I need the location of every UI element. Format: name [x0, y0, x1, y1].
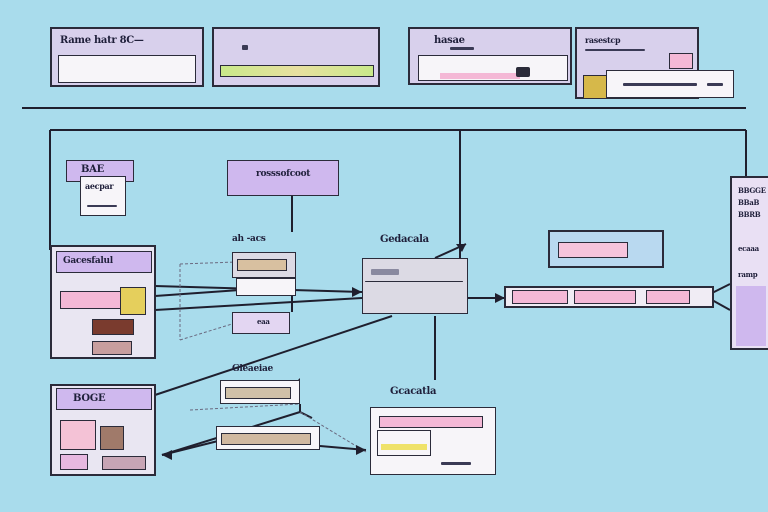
left-box-c-thumb-2	[100, 426, 124, 450]
center-lower-box-1[interactable]	[220, 380, 300, 404]
center-output-field	[377, 430, 431, 456]
top-panel-1-title: Rame hatr 8C—	[60, 35, 144, 46]
left-box-b[interactable]: Gacesfalul	[50, 245, 156, 359]
left-box-a-title: BAE	[81, 164, 104, 175]
top-panel-2-progress	[220, 65, 374, 77]
left-box-b-thumb	[92, 341, 132, 355]
house-icon	[92, 319, 134, 335]
center-small-box[interactable]	[232, 252, 296, 278]
left-box-c-thumb-1	[60, 420, 96, 450]
center-output-bar-1	[379, 416, 483, 428]
right-side-block	[736, 286, 766, 346]
left-box-a-subtitle: aecpar	[85, 181, 114, 191]
center-lower-box-2[interactable]	[216, 426, 320, 450]
left-box-a-body: aecpar	[80, 176, 126, 216]
center-lower-box-1-thumb	[225, 387, 291, 399]
right-row[interactable]	[504, 286, 714, 308]
top-panel-3-highlight	[440, 73, 520, 79]
left-box-c[interactable]: BOGE	[50, 384, 156, 476]
top-panel-4-table-text	[623, 83, 697, 86]
left-box-c-thumb-3	[60, 454, 88, 470]
left-box-b-header: Gacesfalul	[56, 251, 152, 273]
right-side-line-5: ramp	[738, 270, 758, 279]
top-panel-4-tag	[669, 53, 693, 69]
center-lower-box-2-thumb	[221, 433, 311, 445]
top-panel-4-table-text-2	[707, 83, 723, 86]
center-main-box[interactable]	[362, 258, 468, 314]
center-main-box-line	[365, 281, 463, 282]
left-box-c-header: BOGE	[56, 388, 152, 410]
right-row-cell-2	[574, 290, 636, 304]
center-small-box-base	[236, 278, 296, 296]
right-side-line-2: BBaB	[738, 198, 760, 207]
right-row-cell-3	[646, 290, 690, 304]
center-mid-box[interactable]: eaa	[232, 312, 290, 334]
left-box-b-yellow	[120, 287, 146, 315]
right-search-field[interactable]	[558, 242, 628, 258]
center-label-upper: ah ‑acs	[232, 234, 266, 244]
right-side-line-1: BBGGE	[738, 186, 766, 195]
center-header-box[interactable]: rosssofcoot	[227, 160, 339, 196]
center-label-lower: Gleaeiae	[232, 364, 273, 374]
camera-icon	[516, 67, 530, 77]
top-panel-4-scribble	[585, 49, 645, 51]
center-output-bar-yellow	[381, 444, 427, 450]
right-search-box[interactable]	[548, 230, 664, 268]
top-panel-2[interactable]	[212, 27, 380, 87]
top-panel-1-field	[58, 55, 196, 83]
top-panel-3-title: hasae	[434, 35, 465, 46]
top-panel-4-title: rasestcp	[585, 35, 621, 45]
left-box-b-title: Gacesfalul	[63, 256, 113, 266]
center-label-bottom-right: Gcacatla	[390, 386, 437, 397]
top-panel-1[interactable]: Rame hatr 8C—	[50, 27, 204, 87]
center-small-box-thumb	[237, 259, 287, 271]
right-side-line-4: ecaaa	[738, 244, 759, 253]
top-panel-3[interactable]: hasae	[408, 27, 572, 85]
right-side-panel[interactable]: BBGGE BBaB BBRB ecaaa ramp	[730, 176, 768, 350]
center-mid-caption: eaa	[257, 317, 270, 326]
top-panel-2-mark	[242, 45, 248, 50]
center-label-mid: Gedacala	[380, 234, 429, 245]
center-header-title: rosssofcoot	[256, 169, 311, 179]
top-panel-3-scribble	[450, 47, 474, 50]
left-box-a-line	[87, 205, 117, 207]
left-box-c-title: BOGE	[73, 393, 106, 404]
right-row-cell-1	[512, 290, 568, 304]
center-output-box[interactable]	[370, 407, 496, 475]
top-panel-4-table	[606, 70, 734, 98]
center-output-footer	[441, 462, 471, 465]
left-box-c-thumb-4	[102, 456, 146, 470]
center-main-box-scribble	[371, 269, 399, 275]
right-side-line-3: BBRB	[738, 210, 761, 219]
top-panel-4-yellow-block	[583, 75, 607, 99]
